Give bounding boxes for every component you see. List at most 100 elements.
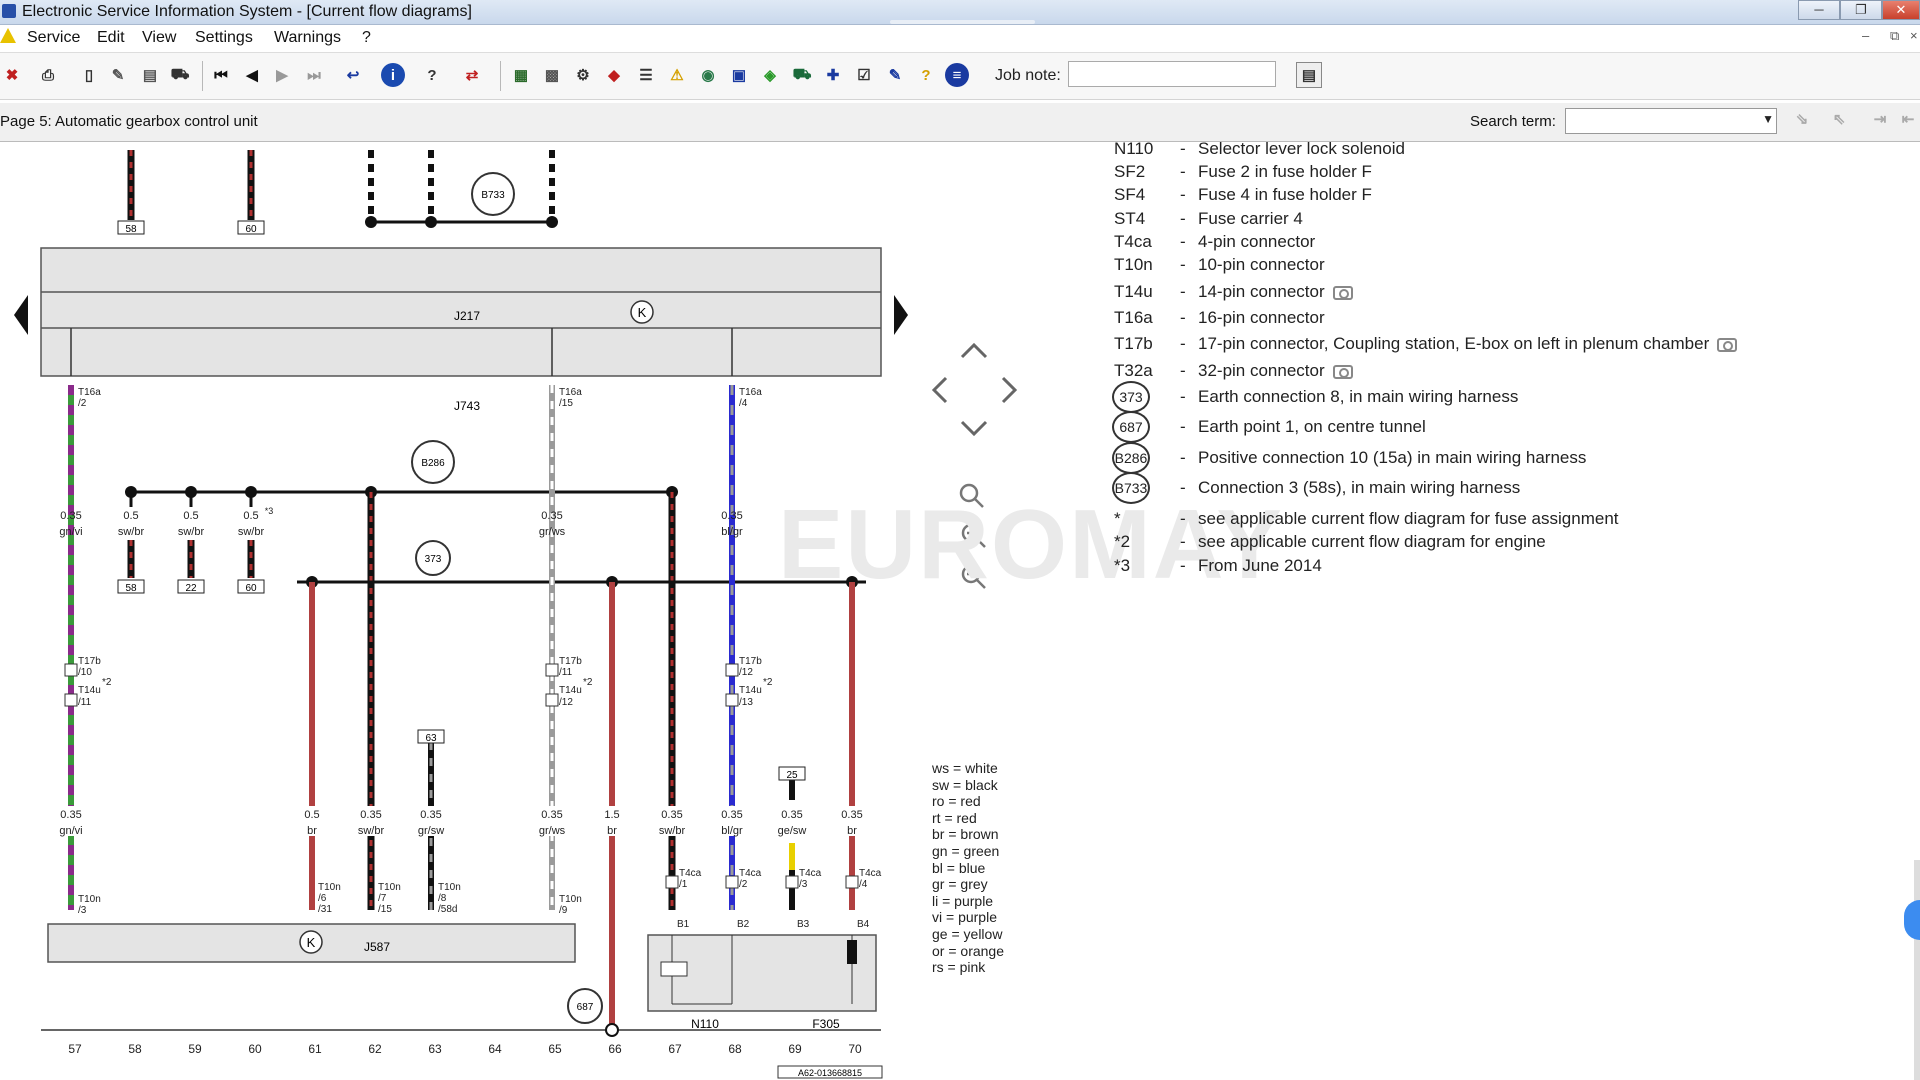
list-icon[interactable]: ☰ [639, 67, 653, 84]
warning-triangle-icon[interactable]: ⚠ [670, 67, 684, 84]
pan-down-icon[interactable] [960, 420, 988, 437]
zoom-out-icon[interactable] [976, 579, 986, 589]
colour-key-entry: ro = red [932, 793, 981, 810]
magnify-icon[interactable] [974, 498, 984, 508]
earth-label: 687 [577, 1002, 594, 1013]
colour-key-entry: rs = pink [932, 959, 986, 976]
camera-icon[interactable] [1717, 337, 1738, 352]
search-backward-icon[interactable]: ⇖ [1832, 111, 1846, 128]
legend-desc: Earth point 1, on centre tunnel [1198, 417, 1426, 436]
vertical-scrollbar[interactable] [1914, 860, 1920, 1080]
legend-desc: Fuse 2 in fuse holder F [1198, 162, 1372, 181]
help-icon[interactable]: ? [427, 66, 437, 84]
exit-icon[interactable]: ✖ [5, 67, 19, 84]
app-icon [2, 4, 16, 18]
side-tab-button[interactable] [1904, 900, 1920, 940]
legend-code: *3 [1114, 556, 1131, 575]
globe-icon[interactable]: ◉ [701, 67, 715, 84]
pan-left-icon[interactable] [931, 376, 948, 404]
camera-icon[interactable] [1332, 285, 1353, 300]
car-icon[interactable]: ⛟ [792, 65, 812, 83]
pan-up-icon[interactable] [960, 342, 988, 359]
scroll-left-arrow[interactable] [14, 295, 28, 335]
column-number: 68 [728, 1042, 742, 1056]
connector-pin: /58d [438, 904, 457, 915]
fuse-label: 25 [786, 770, 798, 781]
menu-service[interactable]: Service [27, 29, 81, 46]
previous-page-icon[interactable]: ◀ [246, 67, 258, 84]
menu-edit[interactable]: Edit [97, 29, 125, 46]
info-icon[interactable]: i [381, 63, 405, 87]
column-number: 66 [608, 1042, 622, 1056]
diagram-reference: A62-013668815 [798, 1068, 862, 1078]
menu-list-icon[interactable]: ≡ [945, 63, 969, 87]
next-page-icon[interactable]: ▶ [276, 67, 288, 84]
job-note-input[interactable] [1068, 61, 1276, 87]
clipboard-icon[interactable]: ▤ [142, 67, 158, 84]
connector-symbols [64, 663, 859, 889]
connector-label: T4ca [739, 868, 762, 879]
mdi-restore-button[interactable]: ⧉ [1890, 28, 1900, 43]
colour-key-entry: vi = purple [932, 909, 997, 926]
legend-earth-circle: B286 [1112, 442, 1150, 474]
tools-icon[interactable]: ✎ [888, 67, 902, 84]
camera-icon[interactable] [1332, 364, 1353, 379]
ground-symbol [299, 930, 323, 954]
new-document-icon[interactable]: ▯ [84, 67, 94, 84]
print-icon[interactable]: ⎙ [41, 66, 54, 84]
close-button[interactable]: ✕ [1882, 0, 1920, 20]
last-page-icon[interactable]: ⏭ [307, 66, 321, 84]
mdi-close-button[interactable]: × [1910, 28, 1918, 43]
mdi-minimize-button[interactable]: – [1862, 28, 1870, 43]
minimize-button[interactable]: ─ [1798, 0, 1840, 20]
edit-document-icon[interactable]: ✎ [111, 67, 125, 84]
component-icon[interactable]: ▩ [544, 67, 560, 84]
label-bg [772, 806, 812, 836]
menu-help[interactable]: ? [362, 29, 371, 46]
book-icon[interactable]: ◆ [608, 67, 620, 84]
leaf-icon[interactable]: ◈ [764, 67, 776, 84]
expand-icon[interactable]: ⇥ [1873, 111, 1887, 128]
vehicle-icon[interactable]: ⛟ [170, 65, 190, 83]
magnify-icon[interactable] [959, 483, 979, 503]
connector-label: T14u [78, 685, 101, 696]
collapse-icon[interactable]: ⇤ [1901, 111, 1915, 128]
wire-colour: sw/br [118, 526, 145, 538]
menu-settings[interactable]: Settings [195, 29, 253, 46]
legend-dash: - [1180, 139, 1186, 158]
connector-pin: /12 [559, 697, 573, 708]
colour-key-entry: gn = green [932, 842, 1000, 859]
clipboard-note-icon[interactable]: ▤ [1296, 62, 1322, 88]
pan-right-icon[interactable] [1001, 376, 1018, 404]
ground-symbol [630, 300, 654, 324]
connector-label: T10n [438, 882, 461, 893]
pin-label: B3 [797, 919, 810, 930]
first-page-icon[interactable]: ⏮ [214, 66, 228, 84]
column-number: 70 [848, 1042, 862, 1056]
question-doc-icon[interactable]: ? [921, 66, 931, 84]
engine-icon[interactable]: ⚙ [576, 67, 590, 84]
search-forward-icon[interactable]: ⇘ [1795, 111, 1809, 128]
legend-desc-text: 14-pin connector [1198, 282, 1325, 301]
legend-dash: - [1180, 478, 1186, 497]
search-input[interactable]: ▼ [1565, 108, 1777, 134]
legend-desc: 32-pin connector [1198, 361, 1353, 381]
zoom-in-icon[interactable] [976, 538, 986, 548]
wiring-diagram: B733 58 60 J217 K J743 [14, 150, 1018, 1079]
warning-icon [0, 28, 16, 43]
menu-warnings[interactable]: Warnings [274, 29, 341, 46]
switch-symbol [847, 940, 857, 964]
wire-size: 0.35 [60, 809, 81, 821]
menu-view[interactable]: View [142, 29, 177, 46]
legend-desc: 17-pin connector, Coupling station, E-bo… [1198, 334, 1738, 354]
checklist-icon[interactable]: ☑ [857, 67, 871, 84]
back-icon[interactable]: ↩ [346, 67, 360, 84]
save-icon[interactable]: ▣ [731, 67, 747, 84]
chevron-down-icon[interactable]: ▼ [1762, 112, 1774, 126]
connector-symbol [845, 875, 859, 889]
scroll-right-arrow[interactable] [894, 295, 908, 335]
restore-button[interactable]: ❐ [1840, 0, 1882, 20]
calculator-icon[interactable]: ▦ [513, 67, 529, 84]
swap-icon[interactable]: ⇄ [465, 67, 479, 84]
diagnosis-icon[interactable]: ✚ [826, 67, 840, 84]
